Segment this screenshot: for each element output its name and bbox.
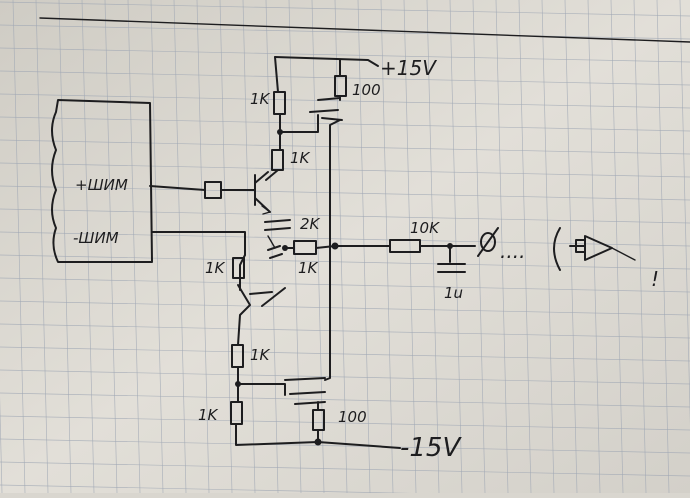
trailing-dots: ....	[500, 239, 525, 263]
grid-line-h	[0, 392, 690, 408]
r-left-mid-label: 1K	[205, 259, 226, 277]
grid-line-h	[0, 185, 690, 201]
r-lower-label: 1K	[250, 346, 271, 364]
plug-circle	[480, 232, 496, 252]
supply-neg-label: -15V	[400, 433, 462, 463]
bjt-arrow	[261, 205, 271, 215]
grid-line-h	[0, 24, 690, 40]
grid-line-v	[472, 0, 486, 494]
mosfet-bottom-channel	[289, 391, 326, 405]
grid-line-v	[35, 0, 49, 494]
r-upper-base-label: 1K	[290, 149, 311, 167]
margin-line	[39, 17, 690, 43]
grid-line-h	[0, 369, 690, 385]
bang-right: !	[651, 267, 659, 291]
mosfet-top-gate-bar	[309, 109, 339, 113]
cap-filter-label: 1u	[444, 284, 463, 302]
supply-pos-label: +15V	[380, 56, 437, 80]
wire-pwm-neg	[151, 231, 246, 256]
cap-top-label: 2K	[300, 215, 321, 233]
grid-line-v	[518, 0, 532, 494]
amp-input-box	[575, 239, 586, 253]
grid-line-v	[81, 0, 95, 494]
r-bottom-drain-label: 100	[338, 408, 367, 426]
amp-output	[611, 247, 636, 261]
r-top-drain-label: 100	[352, 81, 381, 99]
grid-line-h	[0, 323, 690, 339]
wire-to-bottom-mosfet	[324, 244, 331, 381]
pwm-source-box	[51, 99, 153, 263]
r-bottom-left-label: 1K	[198, 406, 219, 424]
grid-line-v	[150, 0, 164, 494]
grid-line-h	[0, 461, 690, 477]
grid-line-v	[104, 0, 118, 494]
pwm-neg-label: -ШИМ	[73, 229, 119, 247]
cap-mid	[267, 245, 283, 259]
grid-line-h	[0, 1, 690, 17]
cap-lower	[249, 287, 286, 307]
grid-line-v	[495, 0, 509, 494]
pwm-pos-label: +ШИМ	[75, 176, 128, 194]
grid-line-v	[127, 0, 141, 494]
bjt-lower	[237, 284, 251, 346]
grid-line-v	[58, 0, 72, 494]
wire-gate-top	[279, 114, 319, 133]
grid-line-h	[0, 47, 690, 63]
grid-line-v	[265, 0, 279, 494]
cap-top-stroke	[267, 235, 276, 249]
grid-line-h	[0, 162, 690, 178]
r-mid-label: 1K	[298, 259, 319, 277]
mosfet-bottom-gate-bar	[284, 377, 326, 381]
wire-r1-top	[274, 56, 279, 93]
grid-line-h	[0, 438, 690, 454]
wire-to-collector	[265, 169, 279, 181]
grid-line-h	[0, 208, 690, 224]
grid-line-v	[196, 0, 210, 494]
resistor-left-mid	[232, 257, 245, 279]
grid-line-v	[403, 0, 417, 494]
grid-line-h	[0, 415, 690, 431]
plug-slash	[477, 227, 499, 257]
wire-pwm-pos	[149, 185, 206, 191]
grid-line-h	[0, 254, 690, 270]
grid-line-v	[679, 0, 690, 426]
grid-line-v	[242, 0, 256, 494]
grid-line-h	[0, 116, 690, 132]
cap-top	[264, 219, 291, 231]
rail-neg	[317, 441, 401, 449]
grid-line-h	[0, 277, 690, 293]
rail-pos	[274, 56, 379, 67]
grid-line-h	[0, 93, 690, 109]
grid-line-h	[0, 300, 690, 316]
r-top-left-label: 1K	[250, 90, 271, 108]
grid-line-v	[633, 0, 647, 494]
wire-gate-bottom	[237, 383, 286, 396]
grid-line-v	[610, 0, 624, 494]
grid-line-v	[12, 0, 26, 494]
grid-line-v	[173, 0, 187, 494]
paren-left	[553, 227, 561, 271]
grid-line-h	[0, 346, 690, 362]
wire-bottom-left	[235, 423, 319, 446]
grid-line-v	[656, 0, 670, 494]
wire-source-top	[329, 95, 341, 246]
cap-filter	[437, 263, 466, 273]
grid-line-v	[587, 0, 601, 494]
grid-line-h	[0, 139, 690, 155]
r-output-label: 10K	[410, 219, 440, 237]
